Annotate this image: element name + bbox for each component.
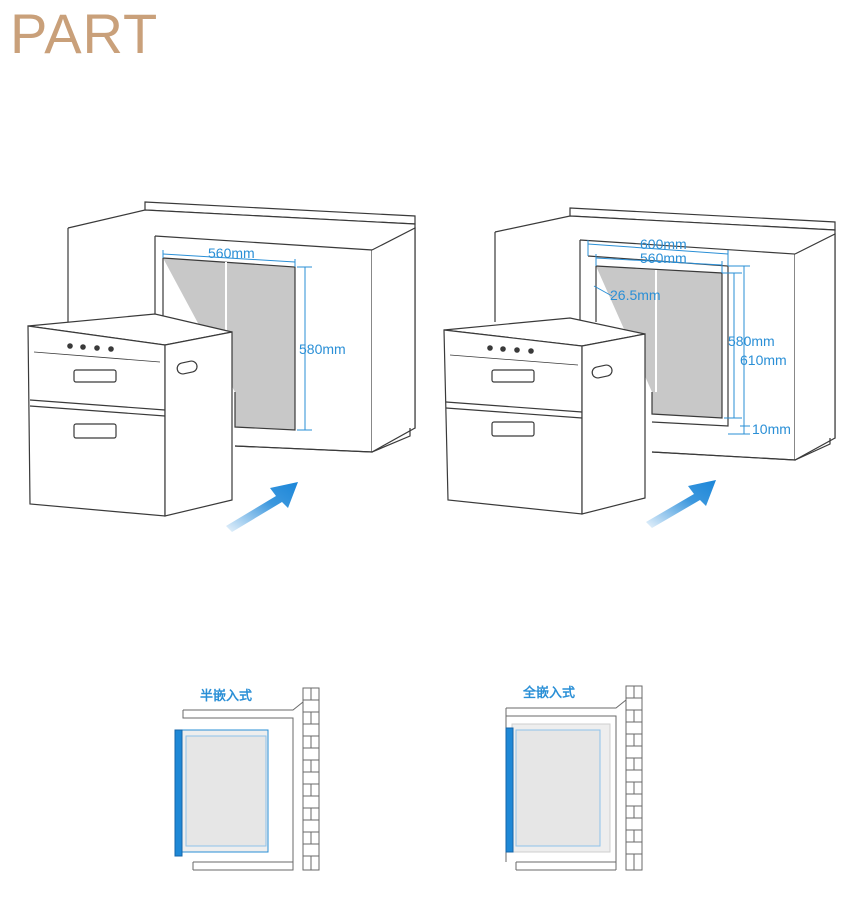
- full-insert-arrow: [646, 480, 716, 528]
- semi-disinfection-cabinet: [27, 313, 233, 517]
- semi-embedded-cabinet: [67, 201, 416, 453]
- full-embedded-caption: 全嵌入式: [522, 685, 575, 701]
- page-title: PART: [10, 2, 159, 65]
- semi-section-view: [174, 687, 320, 871]
- full-disinfection-cabinet: [443, 317, 646, 515]
- full-inner-width-label: 560mm: [640, 250, 687, 266]
- full-outer-height-label: 610mm: [740, 352, 787, 368]
- semi-insert-arrow: [226, 482, 298, 532]
- full-inner-height-label: 580mm: [728, 333, 775, 349]
- full-edge-label: 26.5mm: [610, 287, 661, 303]
- full-bottom-gap-label: 10mm: [752, 421, 791, 437]
- full-outer-width-label: 600mm: [640, 236, 687, 252]
- semi-height-label: 580mm: [299, 341, 346, 357]
- semi-dimensions: [162, 250, 312, 431]
- full-embedded-cabinet: [494, 207, 836, 461]
- full-dimensions: [587, 240, 750, 435]
- semi-width-label: 560mm: [208, 245, 255, 261]
- semi-embedded-caption: 半嵌入式: [200, 688, 252, 704]
- full-section-view: [505, 685, 643, 871]
